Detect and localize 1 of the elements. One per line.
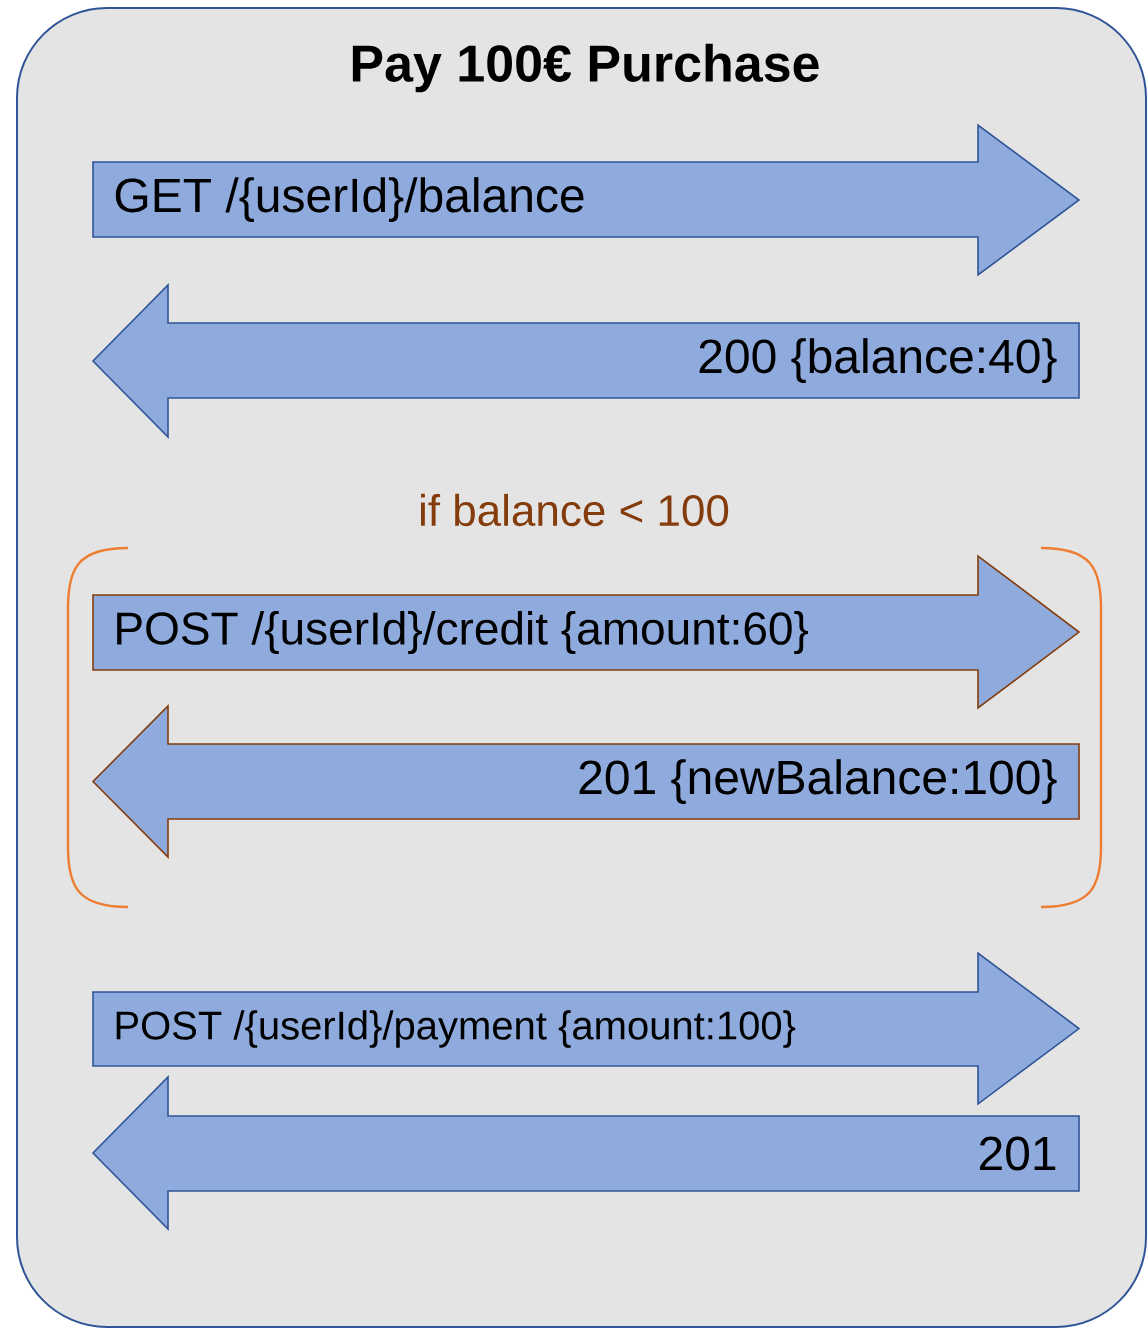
title: Pay 100€ Purchase: [352, 43, 819, 93]
